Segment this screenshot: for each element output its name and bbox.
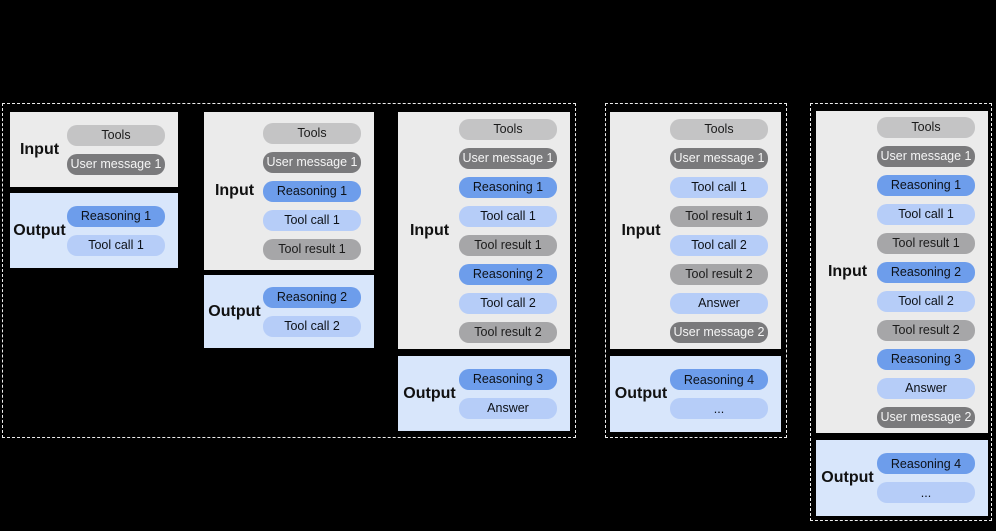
pill-tool-result-2: Tool result 2 (877, 319, 975, 341)
turn4-output-pills: Reasoning 4 ... (670, 369, 768, 419)
turn2-output-pills: Reasoning 2 Tool call 2 (263, 286, 361, 337)
pill-tool-call-1: Tool call 1 (67, 234, 165, 256)
pill-tool-result-2: Tool result 2 (670, 263, 768, 285)
pill-reasoning-4: Reasoning 4 (670, 369, 768, 390)
turn5-input-pills: Tools User message 1 Reasoning 1 Tool ca… (877, 116, 975, 428)
turn3-output-box: Output Reasoning 3 Answer (398, 356, 570, 431)
dashed-group-turns-1-3 (2, 103, 576, 438)
pill-reasoning-3: Reasoning 3 (459, 368, 557, 390)
turn5-output-label: Output (821, 469, 874, 486)
pill-reasoning-3: Reasoning 3 (877, 348, 975, 370)
pill-user-message-1: User message 1 (67, 153, 165, 175)
pill-answer: Answer (877, 377, 975, 399)
pill-tool-call-1: Tool call 1 (263, 209, 361, 231)
turn5-input-box: Input Tools User message 1 Reasoning 1 T… (816, 111, 988, 433)
turn3-input-label: Input (409, 221, 450, 239)
pill-ellipsis: ... (877, 482, 975, 503)
pill-user-message-2: User message 2 (877, 406, 975, 428)
pill-tools: Tools (459, 118, 557, 140)
turn4-input-box: Input Tools User message 1 Tool call 1 T… (610, 112, 781, 349)
pill-user-message-2: User message 2 (670, 321, 768, 343)
dashed-group-turn-4 (605, 103, 787, 438)
turn1-output-label: Output (13, 221, 66, 239)
turn2-input-box: Input Tools User message 1 Reasoning 1 T… (204, 112, 374, 270)
pill-reasoning-1: Reasoning 1 (263, 180, 361, 202)
turn2-output-label: Output (208, 302, 261, 320)
pill-user-message-1: User message 1 (877, 145, 975, 167)
pill-tool-call-1: Tool call 1 (670, 176, 768, 198)
turn3-output-label: Output (403, 384, 456, 402)
turn2-input-pills: Tools User message 1 Reasoning 1 Tool ca… (263, 122, 361, 260)
pill-reasoning-2: Reasoning 2 (877, 261, 975, 283)
pill-tools: Tools (263, 122, 361, 144)
turn4-output-label: Output (614, 385, 668, 402)
pill-reasoning-2: Reasoning 2 (263, 286, 361, 308)
pill-ellipsis: ... (670, 398, 768, 419)
turn1-input-pills: Tools User message 1 (67, 124, 165, 175)
pill-answer: Answer (459, 397, 557, 419)
pill-tool-result-1: Tool result 1 (877, 232, 975, 254)
turn1-output-pills: Reasoning 1 Tool call 1 (67, 205, 165, 256)
pill-user-message-1: User message 1 (263, 151, 361, 173)
pill-reasoning-1: Reasoning 1 (877, 174, 975, 196)
turn5-output-box: Output Reasoning 4 ... (816, 440, 988, 516)
pill-user-message-1: User message 1 (459, 147, 557, 169)
pill-tool-call-2: Tool call 2 (670, 234, 768, 256)
pill-tool-call-1: Tool call 1 (459, 205, 557, 227)
pill-reasoning-2: Reasoning 2 (459, 263, 557, 285)
pill-tool-result-1: Tool result 1 (670, 205, 768, 227)
turn3-output-pills: Reasoning 3 Answer (459, 368, 557, 419)
pill-reasoning-1: Reasoning 1 (67, 205, 165, 227)
dashed-group-turn-5 (810, 103, 992, 521)
pill-reasoning-4: Reasoning 4 (877, 453, 975, 474)
pill-tool-result-1: Tool result 1 (459, 234, 557, 256)
turn2-output-box: Output Reasoning 2 Tool call 2 (204, 275, 374, 348)
pill-tool-call-2: Tool call 2 (263, 315, 361, 337)
pill-tool-call-2: Tool call 2 (877, 290, 975, 312)
pill-tool-call-2: Tool call 2 (459, 292, 557, 314)
turn2-input-label: Input (214, 182, 255, 199)
turn1-input-box: Input Tools User message 1 (10, 112, 178, 187)
turn3-input-pills: Tools User message 1 Reasoning 1 Tool ca… (459, 118, 557, 343)
turn3-input-box: Input Tools User message 1 Reasoning 1 T… (398, 112, 570, 349)
turn4-input-pills: Tools User message 1 Tool call 1 Tool re… (670, 118, 768, 343)
turn4-input-label: Input (621, 221, 661, 239)
turn1-input-label: Input (19, 140, 60, 158)
pill-user-message-1: User message 1 (670, 147, 768, 169)
pill-tools: Tools (877, 116, 975, 138)
turn1-output-box: Output Reasoning 1 Tool call 1 (10, 193, 178, 268)
pill-answer: Answer (670, 292, 768, 314)
pill-tools: Tools (67, 124, 165, 146)
turn5-output-pills: Reasoning 4 ... (877, 453, 975, 503)
turn4-output-box: Output Reasoning 4 ... (610, 356, 781, 432)
pill-tool-result-2: Tool result 2 (459, 321, 557, 343)
pill-reasoning-1: Reasoning 1 (459, 176, 557, 198)
pill-tool-result-1: Tool result 1 (263, 238, 361, 260)
turn5-input-label: Input (827, 263, 868, 280)
pill-tool-call-1: Tool call 1 (877, 203, 975, 225)
pill-tools: Tools (670, 118, 768, 140)
